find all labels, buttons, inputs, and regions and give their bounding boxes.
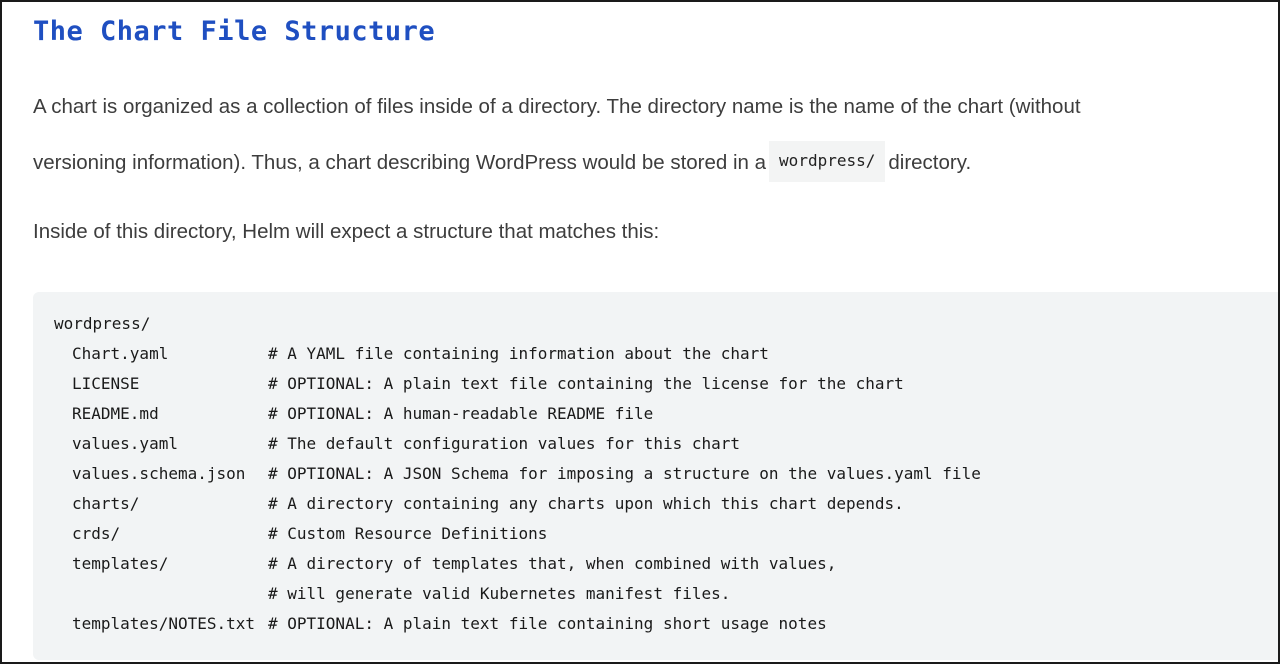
code-path: values.schema.json xyxy=(72,464,246,483)
code-path: charts/ xyxy=(72,494,140,513)
code-comment: # OPTIONAL: A JSON Schema for imposing a… xyxy=(268,464,981,483)
code-line: # will generate valid Kubernetes manifes… xyxy=(54,583,981,613)
code-line: charts/ # A directory containing any char… xyxy=(54,493,981,523)
code-path: crds/ xyxy=(72,524,121,543)
paragraph: Inside of this directory, Helm will expe… xyxy=(33,220,660,243)
code-comment: # OPTIONAL: A plain text file containing… xyxy=(268,614,827,633)
code-line: templates/NOTES.txt # OPTIONAL: A plain t… xyxy=(54,613,981,643)
code-comment: # OPTIONAL: A plain text file containing… xyxy=(268,374,904,393)
code-path: README.md xyxy=(72,404,159,423)
code-path: Chart.yaml xyxy=(72,344,169,363)
paragraph-line: versioning information). Thus, a chart d… xyxy=(33,141,972,184)
code-lines: wordpress/ Chart.yaml # A YAML file conta… xyxy=(54,313,981,643)
code-line-root: wordpress/ xyxy=(54,313,981,343)
paragraph-text: directory. xyxy=(888,150,972,174)
code-path: values.yaml xyxy=(72,434,178,453)
code-line: templates/ # A directory of templates tha… xyxy=(54,553,981,583)
code-line: crds/ # Custom Resource Definitions xyxy=(54,523,981,553)
code-line: LICENSE # OPTIONAL: A plain text file con… xyxy=(54,373,981,403)
code-comment: # The default configuration values for t… xyxy=(268,434,741,453)
paragraph-text: versioning information). Thus, a chart d… xyxy=(33,150,767,174)
code-line: README.md # OPTIONAL: A human-readable RE… xyxy=(54,403,981,433)
code-path: LICENSE xyxy=(72,374,140,393)
section-heading: The Chart File Structure xyxy=(33,16,436,47)
code-line: values.yaml # The default configuration v… xyxy=(54,433,981,463)
inline-code: wordpress/ xyxy=(769,141,886,182)
code-comment: # A directory containing any charts upon… xyxy=(268,494,904,513)
code-comment: # Custom Resource Definitions xyxy=(268,524,548,543)
code-block: wordpress/ Chart.yaml # A YAML file conta… xyxy=(33,292,1278,660)
code-line: values.schema.json # OPTIONAL: A JSON Sch… xyxy=(54,463,981,493)
code-comment: # A YAML file containing information abo… xyxy=(268,344,769,363)
code-line: Chart.yaml # A YAML file containing infor… xyxy=(54,343,981,373)
code-path: templates/NOTES.txt xyxy=(72,614,256,633)
code-path: wordpress/ xyxy=(54,314,151,333)
code-comment: # OPTIONAL: A human-readable README file xyxy=(268,404,654,423)
code-comment: # A directory of templates that, when co… xyxy=(268,554,837,573)
code-comment: # will generate valid Kubernetes manifes… xyxy=(268,584,731,603)
code-path: templates/ xyxy=(72,554,169,573)
paragraph-line: A chart is organized as a collection of … xyxy=(33,95,1081,118)
